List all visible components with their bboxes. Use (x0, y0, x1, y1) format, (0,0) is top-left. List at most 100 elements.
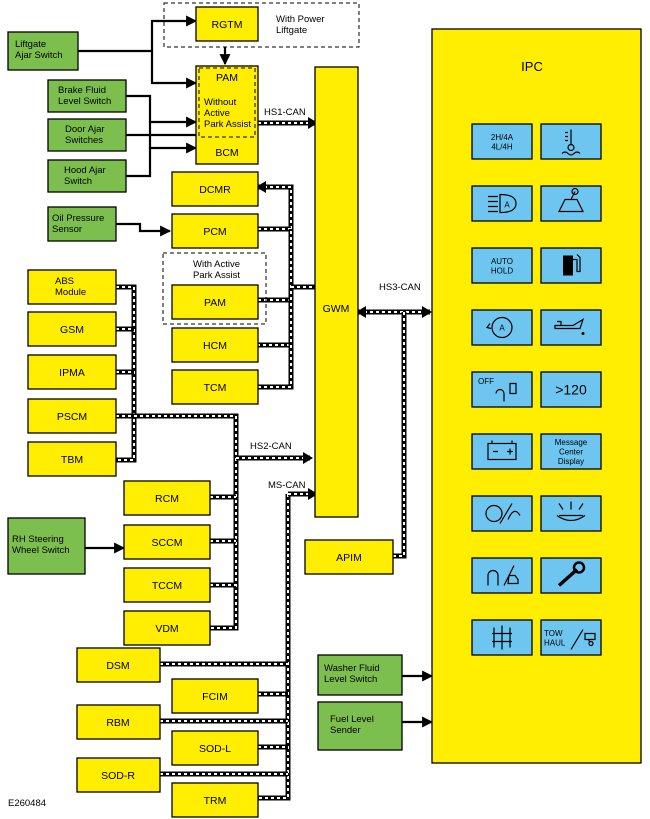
ipc-indicator-adaptive-cruise (471, 557, 533, 594)
svg-text:DCMR: DCMR (199, 184, 231, 196)
svg-text:DSM: DSM (106, 660, 129, 672)
module-fcim: FCIM (171, 678, 259, 714)
svg-text:GWM: GWM (323, 303, 350, 315)
service-engine-soon-icon (558, 187, 584, 213)
module-rbm: RBM (76, 704, 161, 740)
ipc-indicator-low-washer-fluid (540, 495, 602, 532)
collision-warning-icon (485, 503, 521, 524)
ipc-indicator-low-fuel (540, 247, 602, 284)
engine-coolant-temperature-icon (561, 129, 581, 156)
svg-text:RGTM: RGTM (212, 19, 243, 31)
module-gsm: GSM (27, 311, 117, 347)
svg-text:BCM: BCM (215, 147, 238, 159)
ipc-indicator-trailer-sway (471, 619, 533, 656)
module-sod-l: SOD-L (171, 730, 259, 766)
module-hcm: HCM (171, 327, 259, 363)
bus-arrowheads (256, 117, 432, 500)
ms-can-label: MS-CAN (268, 480, 306, 491)
wrench-icon (557, 561, 586, 587)
svg-text:PCM: PCM (203, 226, 226, 238)
ipc-indicator-engine-coolant-temperature (540, 123, 602, 160)
hardwired-lines (78, 15, 434, 728)
figure-id: E260484 (8, 798, 46, 809)
module-pcm: PCM (171, 213, 259, 249)
module-rgtm: RGTM (195, 6, 259, 42)
module-vdm: VDM (123, 610, 211, 646)
auto-high-beam-icon: A (488, 193, 517, 214)
module-sod-r: SOD-R (76, 757, 161, 793)
svg-text:SCCM: SCCM (152, 537, 183, 549)
svg-text:PSCM: PSCM (57, 411, 87, 423)
svg-text:A: A (499, 324, 505, 333)
low-fuel-icon (563, 254, 581, 276)
passenger-airbag-off-text: OFF (478, 377, 494, 386)
battery-charging-icon (487, 440, 517, 461)
module-tbm: TBM (27, 441, 117, 477)
speed-warning-text: >120 (555, 382, 587, 398)
ipc-indicator-wrench (540, 557, 602, 594)
hs1-can-bus (258, 120, 315, 390)
hs3-can-label: HS3-CAN (379, 282, 421, 293)
ipc-indicator-auto-start-stop: A (471, 309, 533, 346)
svg-text:PAM: PAM (204, 297, 226, 309)
ms-can-bus (160, 491, 315, 801)
svg-text:TCM: TCM (204, 382, 227, 394)
module-dcmr: DCMR (171, 171, 259, 207)
hs3-can-bus (358, 309, 430, 559)
svg-text:GSM: GSM (60, 324, 84, 336)
module-ipc: IPC (431, 28, 642, 764)
low-washer-fluid-icon (556, 501, 586, 522)
trailer-sway-icon (492, 625, 512, 650)
svg-text:SOD-L: SOD-L (199, 743, 231, 755)
module-tccm: TCCM (123, 567, 211, 603)
svg-text:APIM: APIM (336, 552, 362, 564)
power-liftgate-option-box (163, 2, 360, 48)
svg-text:VDM: VDM (155, 623, 178, 635)
svg-text:RBM: RBM (106, 717, 129, 729)
module-tcm: TCM (171, 369, 259, 405)
svg-text:HCM: HCM (203, 340, 227, 352)
module-trm: TRM (171, 782, 259, 818)
module-rcm: RCM (123, 480, 211, 516)
module-pscm: PSCM (27, 398, 117, 434)
module-pam: PAM (171, 284, 259, 320)
ipc-indicator-speed-warning: >120 (540, 371, 602, 408)
low-oil-pressure-icon (554, 318, 585, 335)
module-apim: APIM (304, 539, 394, 575)
svg-text:FCIM: FCIM (202, 691, 228, 703)
tow-haul-icon (570, 629, 596, 650)
ipc-indicator-service-engine-soon (540, 185, 602, 222)
module-ipma: IPMA (27, 354, 117, 390)
active-park-assist-option-box (162, 252, 267, 325)
